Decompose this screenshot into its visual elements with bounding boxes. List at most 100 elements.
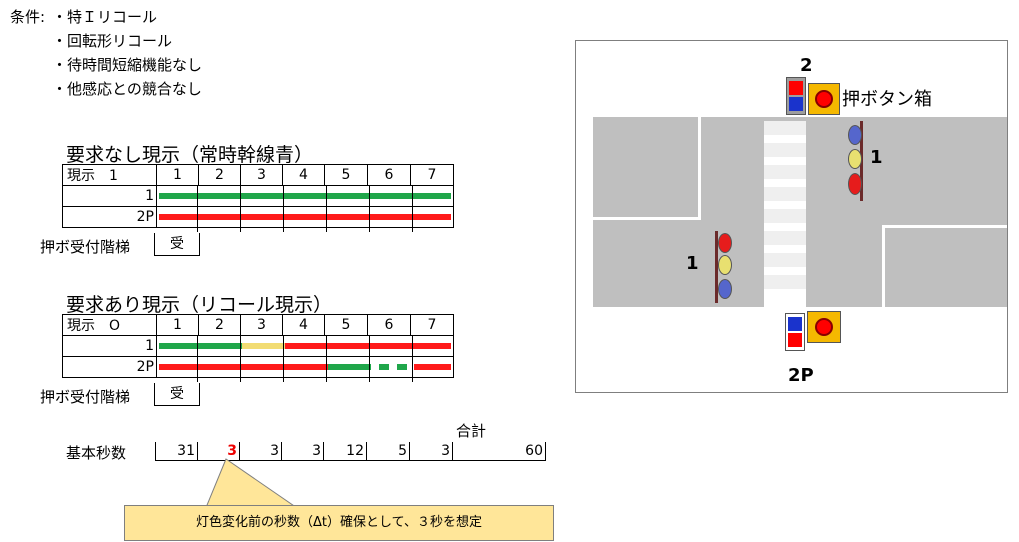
step-header: 2	[198, 314, 241, 336]
curb-line	[593, 217, 700, 220]
step-header: 6	[367, 164, 411, 186]
step-header: 3	[240, 164, 283, 186]
step-header: 1	[156, 314, 199, 336]
step-header: 3	[240, 314, 283, 336]
seconds-value: 31	[155, 442, 198, 461]
grid-divider	[369, 336, 370, 382]
seconds-value: 3	[239, 442, 282, 461]
grid-divider	[326, 186, 327, 232]
step-header: 2	[198, 164, 241, 186]
pushbutton-label: 押ボタン箱	[842, 89, 932, 110]
row-label: 2P	[62, 356, 157, 378]
grid-divider	[240, 186, 241, 232]
green-flash-dash	[397, 364, 407, 370]
grid-divider	[412, 186, 413, 232]
curb-line	[698, 117, 701, 220]
seconds-value: 12	[323, 442, 367, 461]
step-header: 5	[324, 164, 368, 186]
green-bar	[159, 193, 451, 199]
signal-pole	[715, 231, 718, 303]
signal-lamp-yellow-icon	[718, 255, 732, 275]
grid-divider	[326, 336, 327, 382]
ped-signal-top	[786, 77, 806, 115]
pushbutton-box-top	[808, 83, 840, 115]
seconds-total: 60	[452, 442, 546, 461]
accept-mark: 受	[154, 383, 200, 406]
step-header: 1	[156, 164, 199, 186]
accept-label: 押ボ受付階梯	[40, 238, 131, 256]
table-header-row: 現示 1 1 2 3 4 5 6 7	[62, 164, 454, 186]
phase-table-request: 現示 O 1 2 3 4 5 6 7 1 2P	[62, 314, 454, 378]
grid-divider	[412, 336, 413, 382]
grid-divider	[283, 186, 284, 232]
grid-divider	[369, 186, 370, 232]
step-header: 6	[367, 314, 411, 336]
condition-item: ・他感応との競合なし	[52, 80, 202, 98]
ped-signal-bottom	[785, 313, 805, 351]
table1-title: 要求なし現示（常時幹線青）	[66, 144, 314, 166]
step-header: 4	[282, 314, 325, 336]
step-header: 7	[410, 314, 454, 336]
red-bar	[285, 343, 451, 349]
vehicle-signal-label-right: 1	[870, 147, 883, 168]
table-row: 2P	[62, 206, 454, 228]
conditions-prefix: 条件:	[10, 8, 46, 26]
total-label: 合計	[456, 422, 487, 440]
signal-lamp-blue-icon	[718, 279, 732, 299]
grid-divider	[197, 336, 198, 382]
seconds-value: 3	[409, 442, 453, 461]
seconds-value: 5	[366, 442, 410, 461]
red-bar	[414, 364, 451, 370]
step-header: 7	[410, 164, 454, 186]
signal-lamp-red-icon	[718, 233, 732, 253]
row-label: 2P	[62, 206, 157, 228]
condition-item: ・特Ｉリコール	[52, 8, 158, 26]
table-row: 2P	[62, 356, 454, 378]
condition-item: ・回転形リコール	[52, 32, 173, 50]
phase-header: 現示 1	[62, 164, 157, 186]
curb-line	[882, 225, 1007, 228]
timeline-cell	[156, 335, 454, 357]
pushbutton-icon	[815, 318, 833, 336]
grid-divider	[283, 336, 284, 382]
vehicle-signal-label-left: 1	[686, 253, 699, 274]
table-header-row: 現示 O 1 2 3 4 5 6 7	[62, 314, 454, 336]
seconds-label: 基本秒数	[66, 444, 127, 462]
seconds-value: 3	[281, 442, 324, 461]
intersection-diagram: 2 押ボタン箱 1 1 2P	[575, 40, 1008, 393]
pushbutton-box-bottom	[807, 311, 841, 343]
table2-title: 要求あり現示（リコール現示）	[66, 294, 333, 316]
ped-signal-bottom-label: 2P	[788, 365, 814, 386]
green-bar	[159, 343, 242, 349]
timeline-cell	[156, 185, 454, 207]
crosswalk	[764, 121, 806, 307]
green-flash-dash	[379, 364, 389, 370]
callout-note: 灯色変化前の秒数（Δt）確保として、３秒を想定	[124, 505, 554, 541]
red-bar	[159, 214, 451, 220]
step-header: 5	[324, 314, 368, 336]
seconds-value-highlight: 3	[197, 442, 240, 461]
timeline-cell	[156, 206, 454, 228]
grid-divider	[197, 186, 198, 232]
timeline-cell	[156, 356, 454, 378]
table-row: 31 3 3 3 12 5 3 60	[155, 442, 546, 461]
phase-header: 現示 O	[62, 314, 157, 336]
signal-lamp-red-icon	[848, 173, 862, 195]
row-label: 1	[62, 185, 157, 207]
condition-item: ・待時間短縮機能なし	[52, 56, 203, 74]
step-header: 4	[282, 164, 325, 186]
row-label: 1	[62, 335, 157, 357]
curb-line	[882, 225, 885, 307]
signal-lamp-blue-icon	[848, 125, 862, 145]
grid-divider	[240, 336, 241, 382]
phase-table-no-request: 現示 1 1 2 3 4 5 6 7 1 2P	[62, 164, 454, 228]
green-bar	[328, 364, 371, 370]
table-row: 1	[62, 185, 454, 207]
accept-mark: 受	[154, 233, 200, 256]
ped-signal-top-label: 2	[800, 55, 813, 76]
signal-lamp-yellow-icon	[848, 149, 862, 169]
red-bar	[159, 364, 328, 370]
basic-seconds-table: 31 3 3 3 12 5 3 60	[155, 442, 546, 461]
table-row: 1	[62, 335, 454, 357]
yellow-bar	[242, 343, 285, 349]
